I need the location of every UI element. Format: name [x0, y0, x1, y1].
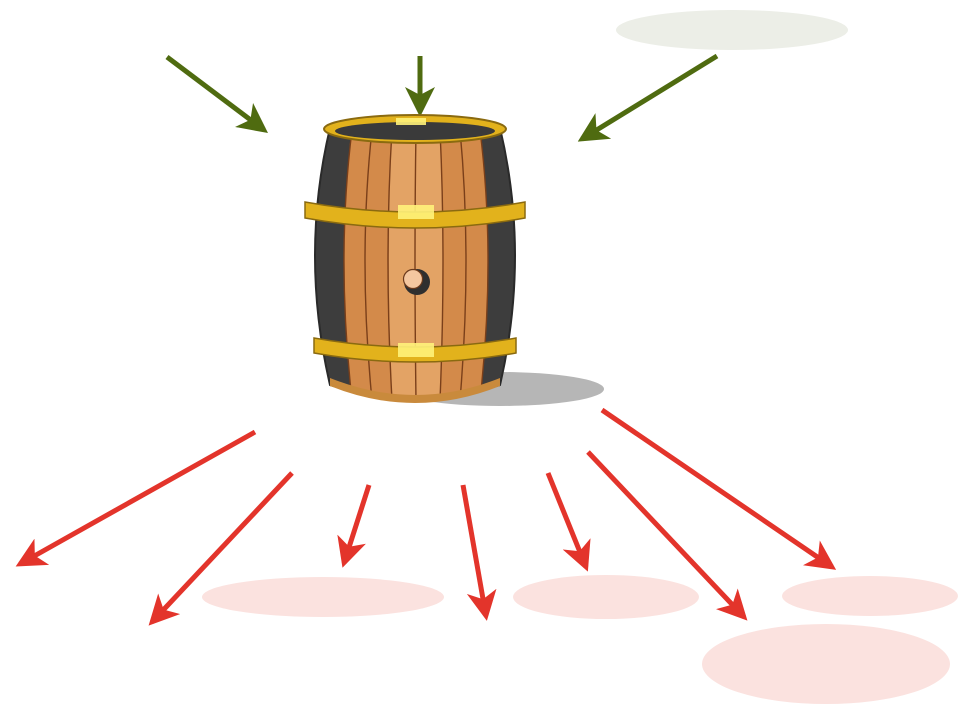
output-blob	[513, 575, 699, 619]
arrow-out-icon	[20, 432, 255, 564]
arrow-out-icon	[344, 485, 369, 563]
input-blob	[616, 10, 848, 50]
output-blob	[202, 577, 444, 617]
arrow-out-icon	[463, 485, 486, 616]
output-blob	[782, 576, 958, 616]
output-blob	[702, 624, 950, 704]
arrow-out-icon	[602, 410, 832, 567]
barrel-icon	[305, 115, 604, 406]
arrow-in-icon	[582, 56, 717, 139]
barrel-top	[324, 115, 506, 143]
arrow-out-icon	[548, 473, 586, 567]
arrow-in-icon	[167, 57, 264, 130]
